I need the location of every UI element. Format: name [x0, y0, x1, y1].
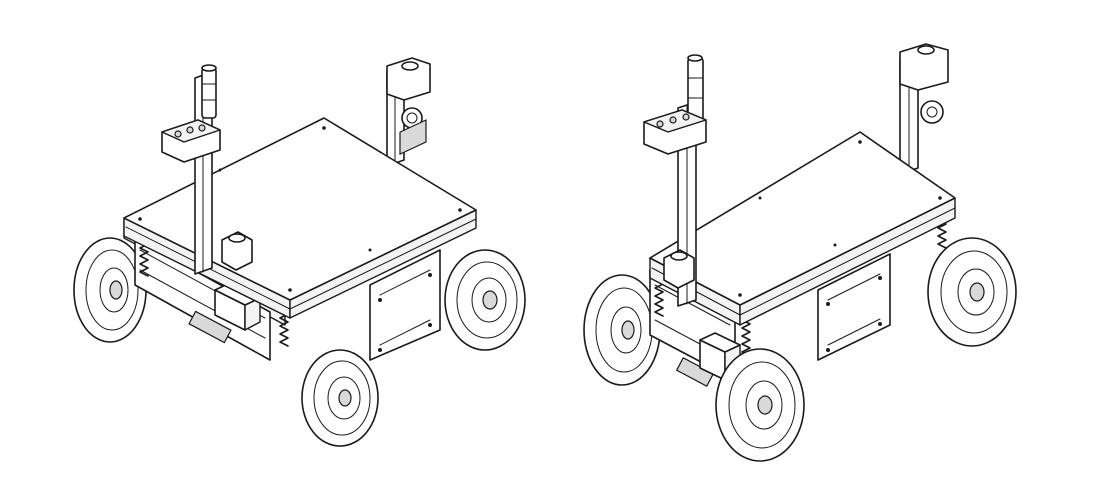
- mast-front: [161, 64, 221, 275]
- robot-view-right: [560, 0, 1060, 500]
- wheel-rear-left: [583, 274, 661, 386]
- top-plate: [649, 131, 956, 306]
- wheel-front-left: [301, 349, 379, 447]
- mast-front: [643, 54, 707, 307]
- spring-left: [654, 279, 664, 317]
- mast-rear: [899, 43, 949, 175]
- caster-box: [663, 249, 695, 289]
- spring-rear: [937, 219, 947, 249]
- motor-block: [214, 282, 261, 331]
- mast-rear: [386, 57, 431, 167]
- wheel-rear-right: [444, 249, 526, 351]
- robot-drawing-left: [73, 57, 526, 447]
- spring-front: [741, 319, 751, 357]
- spring-front: [279, 309, 289, 347]
- wheel-rear-right: [927, 237, 1017, 347]
- wheel-front-left: [715, 348, 805, 462]
- robot-view-left: [40, 0, 560, 500]
- robot-drawing-right: [583, 43, 1017, 462]
- bracket-right: [369, 119, 441, 361]
- caster-box: [221, 231, 253, 271]
